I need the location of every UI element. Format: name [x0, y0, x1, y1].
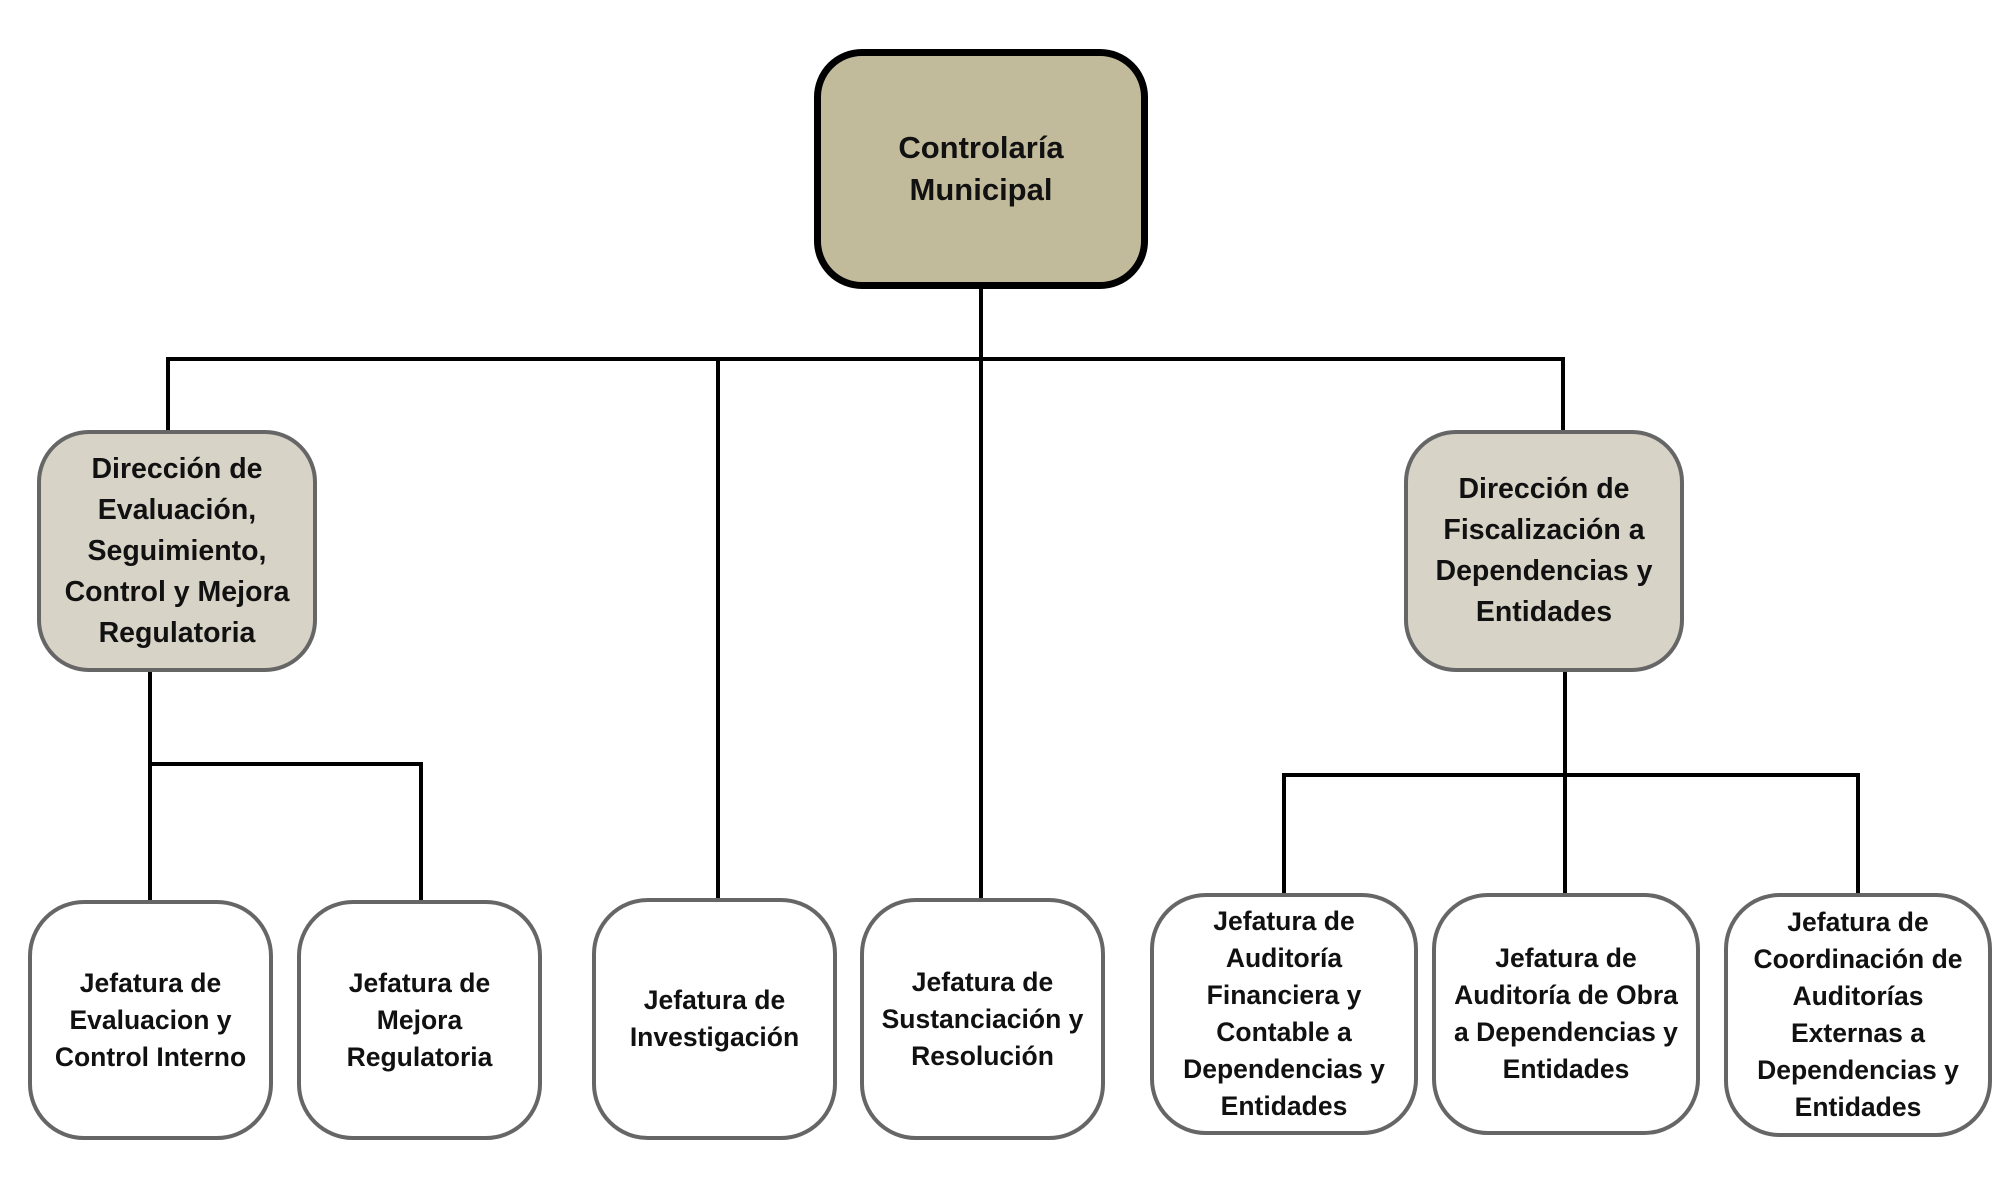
node-jefatura-investigacion: Jefatura de Investigación [592, 898, 837, 1140]
node-jefatura-sustanciacion-resolucion: Jefatura de Sustanciación y Resolución [860, 898, 1105, 1140]
node-jefatura-evaluacion-control-interno: Jefatura de Evaluacion y Control Interno [28, 900, 273, 1140]
node-direccion-evaluacion: Dirección de Evaluación, Seguimiento, Co… [37, 430, 317, 672]
node-jefatura-auditoria-obra: Jefatura de Auditoría de Obra a Dependen… [1432, 893, 1700, 1135]
node-jefatura-auditoria-financiera: Jefatura de Auditoría Financiera y Conta… [1150, 893, 1418, 1135]
node-jefatura-coordinacion-auditorias: Jefatura de Coordinación de Auditorías E… [1724, 893, 1992, 1137]
node-direccion-fiscalizacion: Dirección de Fiscalización a Dependencia… [1404, 430, 1684, 672]
node-jefatura-mejora-regulatoria: Jefatura de Mejora Regulatoria [297, 900, 542, 1140]
node-controlaria-municipal: Controlaría Municipal [814, 49, 1148, 289]
